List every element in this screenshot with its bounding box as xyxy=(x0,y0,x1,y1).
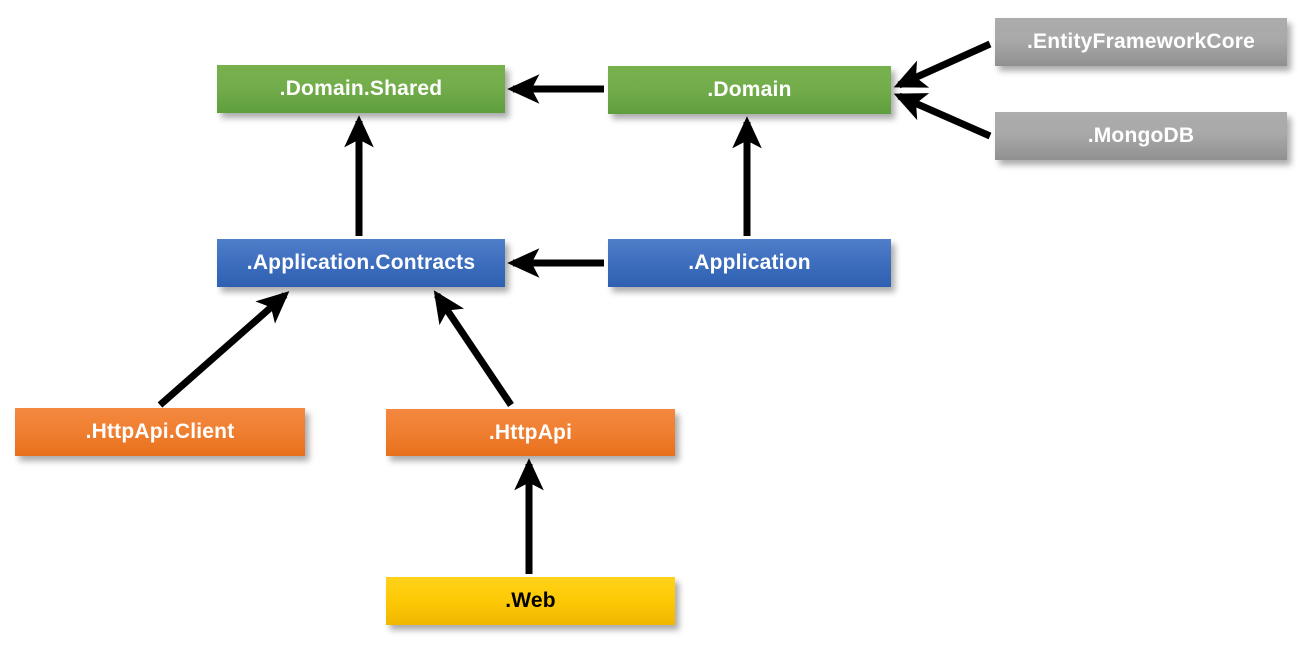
node-label-domain-shared: .Domain.Shared xyxy=(279,77,443,100)
node-label-domain: .Domain xyxy=(707,78,792,101)
node-mongodb[interactable]: .MongoDB xyxy=(995,112,1287,160)
node-label-web: .Web xyxy=(505,589,556,612)
node-application[interactable]: .Application xyxy=(608,239,891,287)
node-label-mongodb: .MongoDB xyxy=(1087,124,1195,147)
node-web[interactable]: .Web xyxy=(386,577,675,625)
edge-httpapi-client-to-application-contracts xyxy=(157,291,290,408)
node-label-application-contracts: .Application.Contracts xyxy=(246,251,476,274)
node-entity-framework-core[interactable]: .EntityFrameworkCore xyxy=(995,18,1287,66)
node-label-httpapi-client: .HttpApi.Client xyxy=(85,420,235,443)
node-domain[interactable]: .Domain xyxy=(608,66,891,114)
edge-httpapi-to-application-contracts xyxy=(433,290,514,407)
node-httpapi[interactable]: .HttpApi xyxy=(386,409,675,456)
node-application-contracts[interactable]: .Application.Contracts xyxy=(217,239,505,287)
node-domain-shared[interactable]: .Domain.Shared xyxy=(217,65,505,113)
node-httpapi-client[interactable]: .HttpApi.Client xyxy=(15,408,305,456)
edge-entityframeworkcore-to-domain xyxy=(893,40,992,89)
node-label-httpapi: .HttpApi xyxy=(488,420,573,444)
edge-mongodb-to-domain xyxy=(893,92,992,140)
node-label-entity-framework-core: .EntityFrameworkCore xyxy=(1026,30,1256,53)
node-label-application: .Application xyxy=(688,251,811,274)
